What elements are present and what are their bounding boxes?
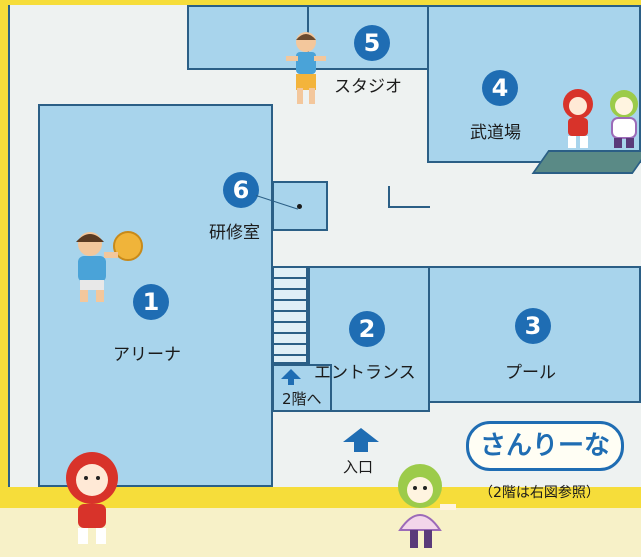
mascot-girl-arena [76, 231, 143, 302]
room-studio-left[interactable] [187, 5, 309, 70]
entrance-arrow-icon [343, 428, 379, 442]
second-floor-note: （2階は右図参照） [479, 485, 600, 501]
mascot-green-fairy [398, 464, 456, 548]
room-label-studio: スタジオ [334, 77, 402, 97]
room-label-arena: アリーナ [113, 345, 181, 365]
room-label-pool: プール [505, 363, 556, 383]
room-label-budojo: 武道場 [470, 123, 521, 143]
stairs-arrow-shaft [288, 379, 294, 385]
room-number-budojo: 4 [482, 70, 518, 106]
room-label-entrance: エントランス [314, 363, 416, 383]
mascot-red-lion-budojo [563, 89, 593, 148]
wall-segment [8, 5, 10, 487]
wall-segment [388, 206, 430, 208]
room-number-entrance: 2 [349, 311, 385, 347]
tatami-mat [531, 150, 641, 174]
stairs[interactable] [272, 266, 308, 364]
room-number-training: 6 [223, 172, 259, 208]
room-number-studio: 5 [354, 25, 390, 61]
sanrina-logo: さんりーな [466, 421, 624, 471]
room-budojo[interactable] [427, 5, 641, 163]
room-number-pool: 3 [515, 308, 551, 344]
room-label-training: 研修室 [209, 223, 260, 243]
mascot-red-lion [66, 452, 118, 544]
entrance-label: 入口 [343, 458, 374, 476]
room-pool[interactable] [428, 266, 641, 403]
mascot-green-fairy-budojo [610, 90, 638, 148]
wall-segment [388, 186, 390, 208]
room-number-arena: 1 [133, 284, 169, 320]
bottom-strip [0, 508, 641, 557]
mascot-boy-studio [286, 32, 326, 104]
entrance-arrow-shaft [354, 442, 368, 452]
leader-dot [297, 204, 302, 209]
stairs-arrow-icon [281, 369, 301, 379]
stairs-label: 2階へ [282, 390, 322, 408]
